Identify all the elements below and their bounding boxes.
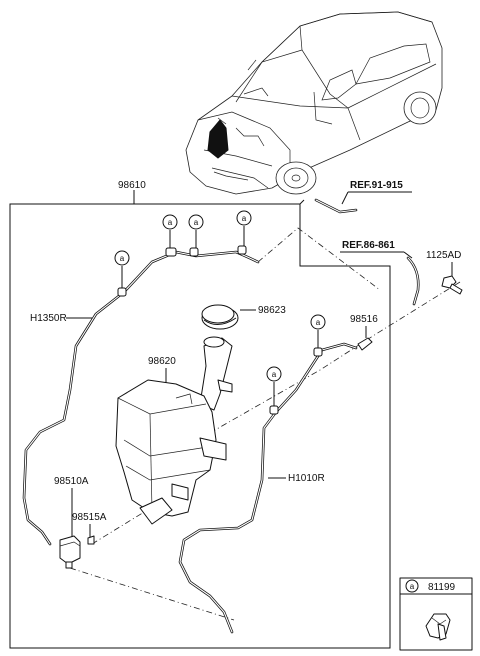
callout-a bbox=[162, 214, 178, 230]
vehicle-illustration bbox=[185, 11, 443, 195]
callout-a bbox=[188, 214, 204, 230]
bolt-1125ad bbox=[441, 275, 463, 295]
pump-98510a bbox=[59, 535, 95, 569]
label-98516: 98516 bbox=[350, 314, 378, 325]
hose-h1010r bbox=[178, 342, 358, 634]
label-98610: 98610 bbox=[118, 180, 146, 191]
label-98510a: 98510A bbox=[54, 476, 89, 487]
callout-a bbox=[236, 210, 252, 226]
label-h1010r: H1010R bbox=[288, 473, 325, 484]
leader-lines bbox=[66, 191, 453, 544]
callout-a bbox=[114, 250, 130, 266]
legend-callout-letter: a bbox=[410, 582, 415, 591]
callout-a-letter: a bbox=[316, 318, 321, 327]
hose-clips bbox=[117, 226, 323, 415]
label-98515a: 98515A bbox=[72, 512, 107, 523]
callout-a bbox=[310, 314, 326, 330]
legend-box: a 81199 bbox=[399, 577, 473, 651]
callout-markers: a a a a a a bbox=[114, 210, 326, 382]
label-98620: 98620 bbox=[148, 356, 176, 367]
clip-icon bbox=[425, 613, 451, 641]
callout-a-letter: a bbox=[194, 218, 199, 227]
cap-98623 bbox=[201, 304, 239, 330]
reservoir-98620 bbox=[115, 336, 233, 525]
callout-a-letter: a bbox=[120, 254, 125, 263]
callout-a-letter: a bbox=[168, 218, 173, 227]
legend-callout-a bbox=[405, 579, 419, 593]
valve-98516 bbox=[357, 337, 373, 351]
callout-a-letter: a bbox=[242, 214, 247, 223]
callout-a-letter: a bbox=[272, 370, 277, 379]
legend-part-number: 81199 bbox=[428, 582, 456, 593]
label-98623: 98623 bbox=[258, 305, 286, 316]
label-ref-91-915: REF.91-915 bbox=[350, 180, 403, 191]
assembly-frame bbox=[9, 190, 391, 649]
label-h1350r: H1350R bbox=[30, 313, 67, 324]
alignment-lines bbox=[69, 227, 461, 621]
label-ref-86-861: REF.86-861 bbox=[342, 240, 395, 251]
callout-a bbox=[266, 366, 282, 382]
label-1125ad: 1125AD bbox=[426, 250, 461, 261]
